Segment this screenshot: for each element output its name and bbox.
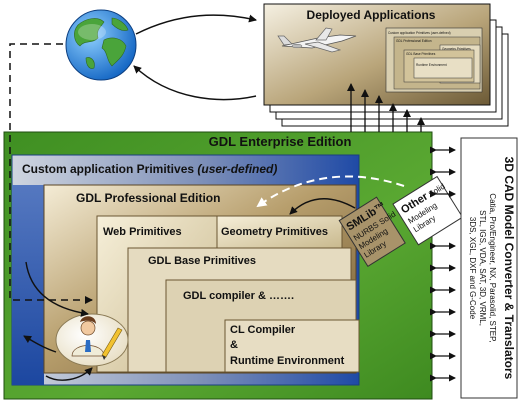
deployed-to-globe-arrow (133, 65, 257, 101)
globe-icon (65, 9, 137, 81)
deployed-mini-label-2: GDL Professional Edition (396, 39, 432, 43)
deploy-arrows (347, 83, 425, 132)
converter-connection-arrows (430, 146, 456, 382)
other-library-dashed-arrow (256, 175, 405, 208)
custom-primitives-side (12, 185, 44, 385)
cad-converter-title: 3D CAD Model Converter & Translators (502, 157, 516, 380)
deployed-mini-diagram: Custom application Primitives (user-defi… (385, 27, 483, 93)
deployed-applications: Deployed Applications Custom application… (263, 3, 509, 127)
geometry-primitives-title: Geometry Primitives (221, 226, 328, 238)
developer-user-icon (55, 313, 129, 367)
professional-edition-title: GDL Professional Edition (76, 191, 220, 205)
enterprise-edition-title: GDL Enterprise Edition (209, 134, 352, 149)
user-outbound-arrow (23, 335, 57, 353)
smlib-to-geometry-arrow (289, 198, 356, 215)
user-inbound-arrow (25, 261, 89, 317)
cad-converter-box (460, 137, 518, 399)
cl-compiler-line2: & (230, 339, 238, 351)
globe-dashed-link (9, 43, 93, 304)
user-loop-arrow (45, 367, 93, 381)
gdl-compiler-title: GDL compiler & ……. (183, 290, 294, 302)
cad-converter-line1: Catia, Pro/Engineer, NX, Parasolid, STEP… (488, 193, 497, 342)
deployed-mini-label-4: GDL Base Primitives (406, 52, 436, 56)
deployed-mini-label-1: Custom application Primitives (user-defi… (388, 31, 451, 35)
deployed-mini-label-5: Runtime Environment (416, 63, 447, 67)
base-primitives-title: GDL Base Primitives (148, 255, 256, 267)
smlib-box: SMLib™ NURBS Solid Modeling Library (338, 196, 406, 268)
cad-converter-line2: STL, IGS, VDA, SAT, 3D, VRML, (478, 210, 487, 326)
custom-primitives-title: Custom application Primitives (user-defi… (22, 162, 277, 176)
cl-compiler-line3: Runtime Environment (230, 355, 345, 367)
web-primitives-title: Web Primitives (103, 226, 182, 238)
cad-converter-line3: 3DS, XGL, DXF and G-Code (468, 217, 477, 320)
deployed-mini-label-3: Geometry Primitives (442, 47, 471, 51)
globe-to-deployed-arrow (135, 14, 257, 35)
deployed-title: Deployed Applications (307, 8, 436, 22)
geometry-primitives-box (216, 215, 343, 249)
airplane-icon (277, 27, 357, 53)
cl-compiler-box (224, 319, 360, 373)
cl-compiler-line1: CL Compiler (230, 324, 296, 336)
